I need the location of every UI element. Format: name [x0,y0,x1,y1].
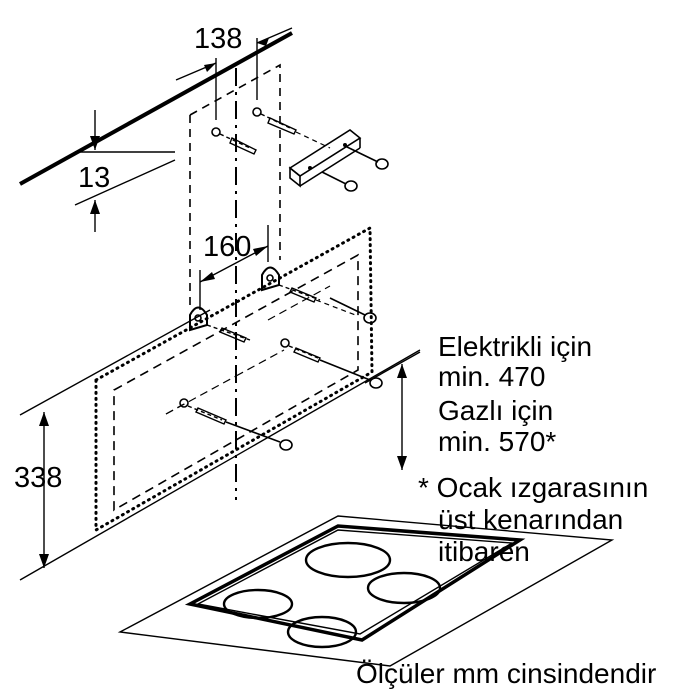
cooktop [117,515,615,667]
dimension-338-label: 338 [14,462,62,494]
lower-plug [179,398,293,451]
upper-wall-plug-left [211,127,257,155]
gas-value: min. 570* [438,426,556,457]
dimension-138-label: 138 [194,23,242,55]
footnote-line-1: * Ocak ızgarasının [418,472,648,503]
clearance-arrow [397,364,407,470]
ceiling-edge [19,31,293,186]
electric-value: min. 470 [438,361,545,392]
burner-back-right [366,571,442,605]
hood-outline-inner [113,253,359,512]
footnote-line-3: itibaren [438,536,530,567]
hood-outline-dotted [94,225,374,533]
burner-front-left [222,588,294,620]
footnote: * Ocak ızgarasının üst kenarından itibar… [418,472,648,567]
dimension-160: 160 [199,225,269,310]
middle-plug [280,338,383,389]
upper-bracket-rail [288,129,362,188]
gas-label: Gazlı için [438,395,553,426]
burner-front-right [286,615,358,649]
electric-label: Elektrikli için [438,331,592,362]
dimension-338: 338 [14,412,62,568]
hook-right [261,266,359,317]
upper-bracket-outline [189,63,281,310]
upper-wall-plug-right [252,107,331,149]
clearance-notes: Elektrikli için min. 470 Gazlı için min.… [438,331,592,457]
hood-screw-upper [329,297,377,324]
dimension-160-label: 160 [203,231,251,263]
units-note: Ölçüler mm cinsindendir [356,658,656,689]
wall-lines [19,309,421,581]
upper-screw-2 [321,171,358,192]
dimension-13-label: 13 [78,162,110,194]
dimension-138: 138 [175,23,293,120]
upper-screw-1 [344,145,389,170]
hook-left [189,306,251,343]
fixing-guide-lines [165,285,331,415]
burner-back-left [304,541,392,579]
footnote-line-2: üst kenarından [438,504,623,535]
dimension-13: 13 [74,110,176,232]
